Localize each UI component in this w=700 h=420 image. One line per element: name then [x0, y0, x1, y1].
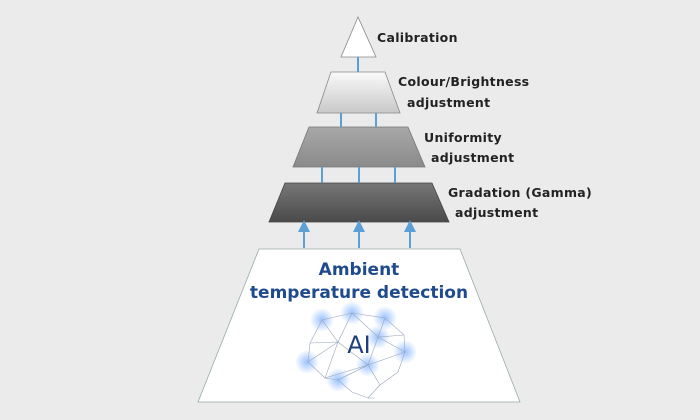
brain-network-icon [295, 301, 417, 399]
level-calibration [340, 16, 377, 58]
level-uniformity [292, 126, 426, 168]
label-colour-brightness: Colour/Brightness [398, 74, 530, 89]
label-uniformity-sub: adjustment [431, 150, 515, 165]
label-calibration: Calibration [377, 30, 458, 45]
base-title-line1: Ambient [318, 260, 400, 280]
base-title-line2: temperature detection [249, 283, 469, 303]
label-gradation: Gradation (Gamma) [448, 185, 593, 200]
arrows [298, 57, 416, 248]
label-gradation-sub: adjustment [455, 205, 539, 220]
level-colour-brightness [316, 71, 401, 114]
ai-label: AI [347, 331, 371, 359]
level-gradation [268, 182, 450, 223]
label-colour-brightness-sub: adjustment [407, 95, 491, 110]
base-ambient-detection [197, 248, 521, 403]
label-uniformity: Uniformity [424, 130, 502, 145]
